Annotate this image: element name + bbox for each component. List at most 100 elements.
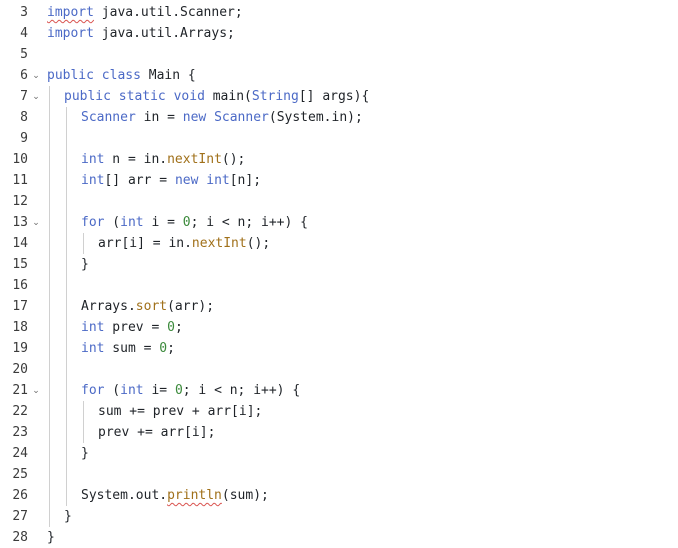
- code-text: public class Main {: [47, 65, 196, 86]
- line-number: 4: [20, 26, 28, 41]
- code-line[interactable]: 20: [0, 359, 678, 380]
- code-token: [n];: [229, 173, 262, 188]
- chevron-down-icon[interactable]: ⌄: [32, 386, 40, 396]
- code-token: [94, 68, 102, 83]
- line-number: 12: [12, 194, 28, 209]
- code-line[interactable]: 17 Arrays.sort(arr);: [0, 296, 678, 317]
- code-token: ();: [221, 152, 246, 167]
- line-number: 18: [12, 320, 28, 335]
- code-line[interactable]: 4 import java.util.Arrays;: [0, 23, 678, 44]
- keyword-token: int: [81, 173, 105, 188]
- code-token: sum =: [104, 341, 160, 356]
- code-token: Arrays.: [81, 299, 136, 314]
- number-token: 0: [159, 341, 168, 356]
- chevron-down-icon[interactable]: ⌄: [32, 92, 40, 102]
- keyword-token: import: [47, 5, 94, 20]
- code-token: [] args){: [298, 89, 370, 104]
- code-text: import java.util.Scanner;: [47, 2, 243, 23]
- code-text: int prev = 0;: [81, 317, 183, 338]
- code-line[interactable]: 18 int prev = 0;: [0, 317, 678, 338]
- code-token: java.util.Scanner;: [93, 5, 243, 20]
- code-line[interactable]: 12: [0, 191, 678, 212]
- code-token: ;: [167, 341, 175, 356]
- code-line[interactable]: 5: [0, 44, 678, 65]
- keyword-token: int: [81, 320, 105, 335]
- code-line[interactable]: 3 import java.util.Scanner;: [0, 2, 678, 23]
- keyword-token: static: [118, 89, 166, 104]
- code-text: Arrays.sort(arr);: [81, 296, 214, 317]
- chevron-down-icon[interactable]: ⌄: [32, 218, 40, 228]
- code-line[interactable]: 28}: [0, 527, 678, 548]
- code-line[interactable]: 13⌄for (int i = 0; i < n; i++) {: [0, 212, 678, 233]
- line-number: 15: [12, 257, 28, 272]
- code-token: }: [64, 509, 72, 524]
- line-number: 22: [12, 404, 28, 419]
- keyword-token: Scanner: [214, 110, 269, 125]
- code-token: ; i < n; i++) {: [190, 215, 308, 230]
- code-token: java.util.Arrays;: [93, 26, 235, 41]
- code-line[interactable]: 27}: [0, 506, 678, 527]
- code-token: i=: [143, 383, 175, 398]
- code-line[interactable]: 21⌄for (int i= 0; i < n; i++) {: [0, 380, 678, 401]
- code-line[interactable]: 14 arr[i] = in.nextInt();: [0, 233, 678, 254]
- line-number: 20: [12, 362, 28, 377]
- code-line[interactable]: 22 sum += prev + arr[i];: [0, 401, 678, 422]
- line-number: 3: [20, 5, 28, 20]
- code-token: arr[i] = in.: [98, 236, 192, 251]
- line-number: 7: [20, 89, 28, 104]
- keyword-token: int: [206, 173, 230, 188]
- keyword-token: public: [64, 89, 111, 104]
- code-token: [111, 89, 119, 104]
- keyword-token: class: [101, 68, 141, 83]
- keyword-token: public: [47, 68, 94, 83]
- code-text: public static void main(String[] args){: [64, 86, 369, 107]
- code-line[interactable]: 15}: [0, 254, 678, 275]
- code-text: sum += prev + arr[i];: [98, 401, 262, 422]
- code-text: int[] arr = new int[n];: [81, 170, 261, 191]
- keyword-token: new: [174, 173, 199, 188]
- method-token: nextInt: [167, 152, 222, 167]
- line-number: 10: [12, 152, 28, 167]
- chevron-down-icon[interactable]: ⌄: [32, 71, 40, 81]
- line-number: 17: [12, 299, 28, 314]
- line-number: 27: [12, 509, 28, 524]
- code-text: prev += arr[i];: [98, 422, 215, 443]
- code-text: }: [81, 443, 89, 464]
- code-line[interactable]: 16: [0, 275, 678, 296]
- code-token: n = in.: [104, 152, 168, 167]
- code-text: arr[i] = in.nextInt();: [98, 233, 270, 254]
- code-line[interactable]: 7 ⌄ public static void main(String[] args)…: [0, 86, 678, 107]
- code-token: prev += arr[i];: [98, 425, 216, 440]
- code-token: }: [47, 530, 55, 545]
- code-text: }: [81, 254, 89, 275]
- code-text: for (int i = 0; i < n; i++) {: [81, 212, 308, 233]
- code-line[interactable]: 25: [0, 464, 678, 485]
- code-token: prev =: [104, 320, 168, 335]
- code-token: i =: [143, 215, 183, 230]
- code-text: }: [47, 527, 55, 548]
- code-text: int sum = 0;: [81, 338, 175, 359]
- code-line[interactable]: 10 int n = in.nextInt();: [0, 149, 678, 170]
- keyword-token: int: [81, 152, 105, 167]
- code-token: ;: [174, 320, 183, 335]
- code-text: Scanner in = new Scanner(System.in);: [81, 107, 363, 128]
- code-line[interactable]: 24}: [0, 443, 678, 464]
- line-number: 14: [12, 236, 28, 251]
- line-number: 26: [12, 488, 28, 503]
- code-token: }: [81, 257, 89, 272]
- code-line[interactable]: 9: [0, 128, 678, 149]
- code-token: ; i < n; i++) {: [182, 383, 301, 398]
- code-token: [] arr =: [104, 173, 175, 188]
- line-number: 23: [12, 425, 28, 440]
- keyword-token: new: [182, 110, 207, 125]
- code-line[interactable]: 6⌄public class Main {: [0, 65, 678, 86]
- method-token: println: [167, 488, 222, 503]
- code-line[interactable]: 23 prev += arr[i];: [0, 422, 678, 443]
- code-text: import java.util.Arrays;: [47, 23, 235, 44]
